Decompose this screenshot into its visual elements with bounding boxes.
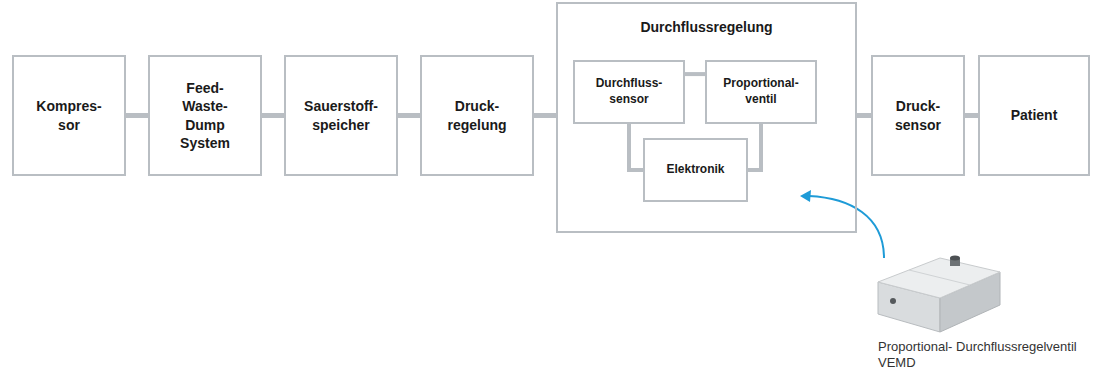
connector-line (534, 113, 556, 118)
process-box: Proportional- ventil (705, 60, 817, 124)
process-box: Druck- regelung (420, 55, 534, 176)
connector-line (748, 124, 761, 170)
group-box: DurchflussregelungDurchfluss- sensor Prop… (556, 2, 857, 233)
connector-line (398, 113, 420, 118)
box-label: Sauerstoff- speicher (304, 97, 378, 133)
process-box: Patient (978, 55, 1090, 176)
process-box: Druck- sensor (871, 55, 965, 176)
part-caption: Proportional- Durchflussregelventil VEMD (878, 339, 1078, 371)
box-label: Proportional- ventil (723, 76, 798, 107)
callout-arrowhead (800, 190, 811, 202)
process-box: Durchfluss- sensor (573, 60, 685, 124)
box-label: Kompres- sor (36, 97, 101, 133)
box-label: Durchfluss- sensor (596, 76, 663, 107)
connector-line (126, 113, 148, 118)
connector-line (857, 113, 871, 118)
connector-line (685, 72, 705, 76)
box-label: Patient (1011, 106, 1058, 124)
box-label: Druck- regelung (447, 97, 506, 133)
connector-line (965, 113, 978, 118)
box-label: Feed- Waste- Dump System (180, 79, 230, 152)
valve-connector-top (950, 256, 960, 261)
valve-illustration (878, 256, 1000, 333)
process-box: Elektronik (643, 138, 748, 202)
connector-line (629, 124, 643, 170)
box-label: Druck- sensor (895, 97, 941, 133)
process-box: Feed- Waste- Dump System (148, 55, 262, 176)
box-label: Elektronik (666, 162, 724, 178)
group-title: Durchflussregelung (640, 18, 772, 36)
process-box: Sauerstoff- speicher (284, 55, 398, 176)
connector-line (262, 113, 284, 118)
valve-seam (909, 270, 970, 285)
valve-port (890, 298, 896, 304)
callout-arrow (809, 196, 884, 258)
process-box: Kompres- sor (12, 55, 126, 176)
valve-top-face (878, 258, 1000, 298)
